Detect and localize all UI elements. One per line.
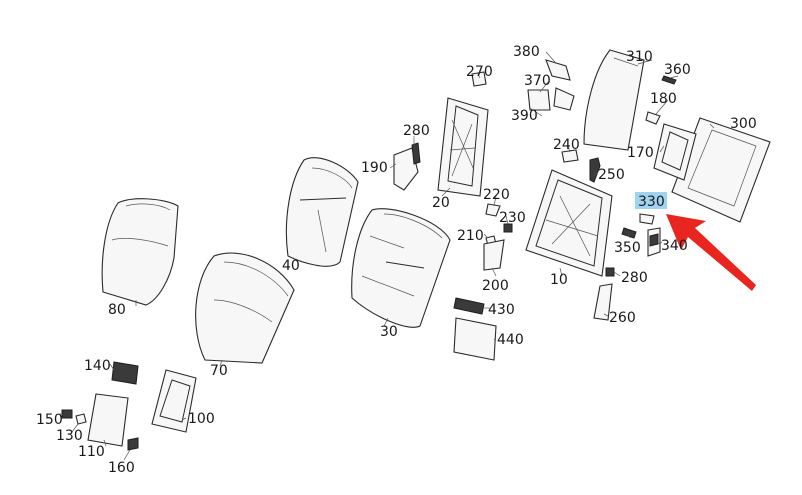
part-280-screw: [605, 267, 615, 277]
leader-lines: [60, 51, 715, 461]
part-70-seat-cover: [195, 252, 295, 364]
part-200-bracket: [483, 239, 505, 271]
label-190: 190: [361, 160, 388, 176]
part-430-pad: [453, 297, 485, 315]
part-440-armrest-trim: [453, 317, 497, 361]
red-arrow-icon: [666, 214, 756, 291]
part-160-clip: [127, 437, 139, 451]
label-10: 10: [550, 272, 568, 288]
label-220: 220: [483, 187, 510, 203]
label-280-upper: 280: [403, 123, 430, 139]
label-240: 240: [553, 137, 580, 153]
part-370-390-assembly: [527, 87, 575, 111]
label-310: 310: [626, 49, 653, 65]
part-250-screw: [589, 157, 601, 183]
label-230: 230: [499, 210, 526, 226]
label-30: 30: [380, 324, 398, 340]
part-170-frame: [653, 123, 697, 181]
part-360-screw: [661, 75, 677, 85]
label-280-lower: 280: [621, 270, 648, 286]
part-140-cupholder: [111, 361, 139, 385]
part-220-clip: [485, 203, 501, 217]
label-40: 40: [282, 258, 300, 274]
label-300: 300: [730, 116, 757, 132]
part-340-latch: [647, 227, 661, 257]
label-350: 350: [614, 240, 641, 256]
label-20: 20: [432, 195, 450, 211]
part-270-clip: [471, 71, 487, 87]
label-260: 260: [609, 310, 636, 326]
part-number-labels: 380 310 360 270 370 180 390 300 280 240 …: [36, 44, 757, 476]
part-380-bracket: [545, 59, 571, 81]
label-160: 160: [108, 460, 135, 476]
label-390: 390: [511, 108, 538, 124]
label-70: 70: [210, 363, 228, 379]
label-360: 360: [664, 62, 691, 78]
label-100: 100: [188, 411, 215, 427]
part-150-screw: [61, 409, 73, 419]
part-330-clip: [639, 213, 655, 225]
label-140: 140: [84, 358, 111, 374]
part-190-bracket: [393, 142, 421, 191]
highlight-330-box: [635, 192, 667, 209]
label-130: 130: [56, 428, 83, 444]
part-130-nut: [75, 413, 87, 425]
part-310-rear-panel: [583, 49, 645, 151]
label-80: 80: [108, 302, 126, 318]
label-200: 200: [482, 278, 509, 294]
part-230-screw: [503, 223, 513, 233]
part-260-bracket: [593, 283, 613, 321]
part-100-armrest-frame: [151, 369, 197, 433]
label-380: 380: [513, 44, 540, 60]
part-80-cushion-cover: [101, 198, 179, 306]
part-180-screw: [645, 111, 661, 125]
label-250: 250: [598, 167, 625, 183]
label-430: 430: [488, 302, 515, 318]
label-170: 170: [627, 145, 654, 161]
part-350-screw: [621, 227, 637, 239]
label-440: 440: [497, 332, 524, 348]
part-20-backrest-frame: [437, 97, 489, 197]
label-370: 370: [524, 73, 551, 89]
label-180: 180: [650, 91, 677, 107]
label-330: 330: [638, 194, 665, 210]
label-270: 270: [466, 64, 493, 80]
label-150: 150: [36, 412, 63, 428]
label-210: 210: [457, 228, 484, 244]
label-340: 340: [661, 238, 688, 254]
part-30-backrest-cushion: [351, 208, 451, 328]
part-10-seat-frame: [525, 169, 613, 277]
part-110-armrest-pad: [87, 393, 129, 447]
label-110: 110: [78, 444, 105, 460]
part-40-backrest-bolster: [285, 157, 359, 267]
part-240-clip: [561, 149, 579, 163]
